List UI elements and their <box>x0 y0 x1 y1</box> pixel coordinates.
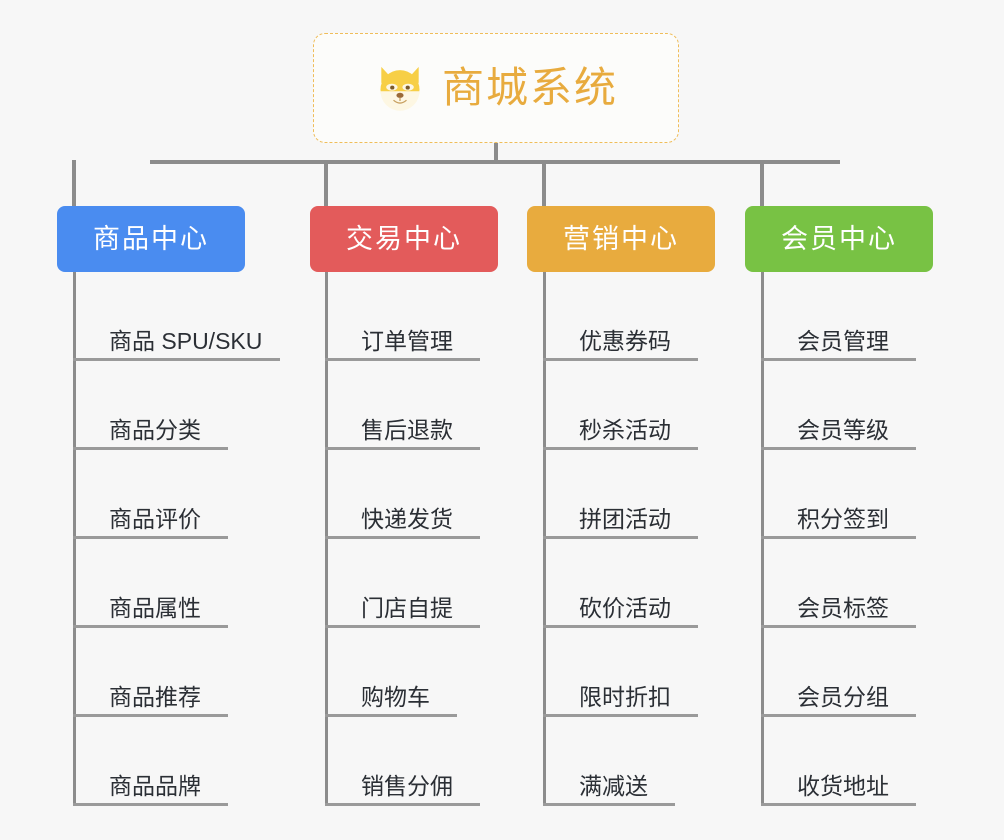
leaf-item[interactable]: 购物车 <box>325 628 459 717</box>
leaf-item-rule <box>325 803 480 806</box>
connector-drop-0 <box>72 160 76 206</box>
branch-column-1: 订单管理售后退款快递发货门店自提购物车销售分佣 <box>325 272 480 806</box>
leaf-item-rule <box>761 803 916 806</box>
leaf-item-label: 会员标签 <box>797 595 889 621</box>
connector-root-stem <box>494 143 498 163</box>
branch-spine <box>325 272 328 806</box>
leaf-item-label: 秒杀活动 <box>579 417 671 443</box>
branch-spine <box>761 272 764 806</box>
leaf-item-rule <box>761 625 916 628</box>
leaf-item-label: 优惠券码 <box>579 328 671 354</box>
leaf-item-label: 订单管理 <box>361 328 453 354</box>
leaf-item[interactable]: 收货地址 <box>761 717 916 806</box>
leaf-item[interactable]: 商品属性 <box>73 539 268 628</box>
leaf-item-label: 拼团活动 <box>579 506 671 532</box>
leaf-item[interactable]: 订单管理 <box>325 272 480 361</box>
leaf-item-label: 积分签到 <box>797 506 889 532</box>
category-label: 商品中心 <box>93 223 209 254</box>
branch-column-0: 商品 SPU/SKU 商品分类商品评价商品属性商品推荐商品品牌 <box>73 272 280 806</box>
branch-spine <box>73 272 76 806</box>
category-box-0[interactable]: 商品中心 <box>57 206 245 272</box>
connector-drop-1 <box>324 160 328 206</box>
connector-horizontal-bar <box>150 160 840 164</box>
leaf-item-label: 商品分类 <box>109 417 201 443</box>
leaf-item[interactable]: 售后退款 <box>325 361 480 450</box>
leaf-item-label: 限时折扣 <box>579 684 671 710</box>
leaf-item[interactable]: 快递发货 <box>325 450 480 539</box>
leaf-item-rule <box>325 536 480 539</box>
leaf-item-rule <box>761 358 916 361</box>
leaf-item-rule <box>73 358 280 361</box>
leaf-item[interactable]: 销售分佣 <box>325 717 480 806</box>
leaf-item-label: 商品 SPU/SKU <box>109 328 263 354</box>
leaf-item-rule <box>543 358 698 361</box>
leaf-item-rule <box>325 358 480 361</box>
leaf-item-label: 销售分佣 <box>361 773 453 799</box>
leaf-item[interactable]: 砍价活动 <box>543 539 698 628</box>
leaf-item[interactable]: 限时折扣 <box>543 628 698 717</box>
leaf-item[interactable]: 会员管理 <box>761 272 916 361</box>
category-box-3[interactable]: 会员中心 <box>745 206 933 272</box>
leaf-item[interactable]: 会员标签 <box>761 539 916 628</box>
leaf-item-rule <box>73 803 228 806</box>
category-label: 营销中心 <box>563 223 679 254</box>
leaf-item-rule <box>761 536 916 539</box>
leaf-item-rule <box>325 625 480 628</box>
leaf-item-label: 商品推荐 <box>109 684 201 710</box>
leaf-item-rule <box>73 625 228 628</box>
root-title: 商城系统 <box>441 64 618 111</box>
branch-spine <box>543 272 546 806</box>
category-label: 交易中心 <box>346 223 462 254</box>
leaf-item-rule <box>73 447 228 450</box>
leaf-item-rule <box>73 714 228 717</box>
leaf-item-label: 快递发货 <box>361 506 453 532</box>
leaf-item[interactable]: 商品品牌 <box>73 717 268 806</box>
leaf-item-rule <box>325 447 480 450</box>
leaf-item[interactable]: 秒杀活动 <box>543 361 698 450</box>
leaf-item-rule <box>543 625 698 628</box>
leaf-item[interactable]: 积分签到 <box>761 450 916 539</box>
root-node[interactable]: 商城系统 <box>313 33 679 143</box>
leaf-item[interactable]: 会员分组 <box>761 628 916 717</box>
branch-column-2: 优惠券码秒杀活动拼团活动砍价活动限时折扣满减送 <box>543 272 698 806</box>
leaf-item[interactable]: 会员等级 <box>761 361 916 450</box>
leaf-item-label: 商品属性 <box>109 595 201 621</box>
leaf-item[interactable]: 商品 SPU/SKU <box>73 272 280 361</box>
leaf-item-label: 售后退款 <box>361 417 453 443</box>
leaf-item-rule <box>543 714 698 717</box>
leaf-item-label: 门店自提 <box>361 595 453 621</box>
leaf-item-label: 砍价活动 <box>579 595 671 621</box>
leaf-item-label: 收货地址 <box>797 773 889 799</box>
leaf-item[interactable]: 优惠券码 <box>543 272 698 361</box>
category-box-2[interactable]: 营销中心 <box>527 206 715 272</box>
category-box-1[interactable]: 交易中心 <box>310 206 498 272</box>
shiba-dog-face-icon <box>374 62 426 114</box>
leaf-item-label: 会员分组 <box>797 684 889 710</box>
leaf-item-rule <box>325 714 457 717</box>
connector-drop-3 <box>760 160 764 206</box>
leaf-item-label: 购物车 <box>361 684 430 710</box>
leaf-item-rule <box>543 803 675 806</box>
leaf-item[interactable]: 商品评价 <box>73 450 268 539</box>
leaf-item-label: 商品评价 <box>109 506 201 532</box>
leaf-item-rule <box>761 447 916 450</box>
leaf-item-rule <box>543 447 698 450</box>
category-label: 会员中心 <box>781 223 897 254</box>
leaf-item[interactable]: 商品分类 <box>73 361 268 450</box>
leaf-item-label: 会员等级 <box>797 417 889 443</box>
leaf-item-label: 会员管理 <box>797 328 889 354</box>
leaf-item-rule <box>73 536 228 539</box>
leaf-item-label: 商品品牌 <box>109 773 201 799</box>
leaf-item[interactable]: 门店自提 <box>325 539 480 628</box>
connector-drop-2 <box>542 160 546 206</box>
branch-column-3: 会员管理会员等级积分签到会员标签会员分组收货地址 <box>761 272 916 806</box>
leaf-item[interactable]: 满减送 <box>543 717 677 806</box>
leaf-item-rule <box>761 714 916 717</box>
leaf-item[interactable]: 商品推荐 <box>73 628 268 717</box>
leaf-item-label: 满减送 <box>579 773 648 799</box>
leaf-item[interactable]: 拼团活动 <box>543 450 698 539</box>
leaf-item-rule <box>543 536 698 539</box>
